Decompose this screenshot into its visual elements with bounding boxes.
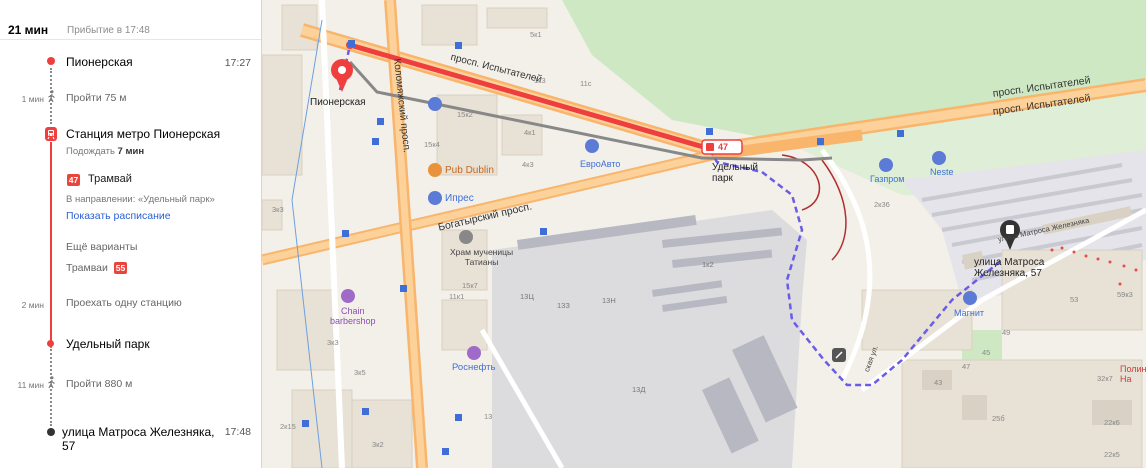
walk-icon: [48, 90, 55, 103]
building-number: 22к6: [1104, 418, 1120, 427]
building-number: 47: [962, 362, 971, 371]
tram-number-badge[interactable]: 47: [67, 174, 80, 186]
poi-label[interactable]: Храм мученицы Татианы: [450, 247, 514, 267]
ride-label: Проехать одну станцию: [66, 297, 182, 309]
walk1-duration: 1 мин: [21, 94, 44, 104]
walk-route-1: [338, 44, 352, 91]
destination-label[interactable]: улица Матроса Железняка, 57: [974, 257, 1045, 279]
walk2-label: Пройти 880 м: [66, 378, 133, 390]
alternatives-type: Трамваи: [66, 262, 108, 274]
transfer-stop-name[interactable]: Удельный парк: [66, 337, 150, 351]
route-panel: 21 мин Прибытие в 17:48 Пионерская 17:27…: [0, 0, 262, 468]
walk2-duration: 11 мин: [17, 380, 44, 390]
building-number: 15к4: [424, 140, 440, 149]
building-number: 4к1: [524, 128, 536, 137]
building-number: 13: [484, 412, 493, 421]
poi-label[interactable]: Pub Dublin: [445, 165, 494, 176]
walk1-label: Пройти 75 м: [66, 92, 127, 104]
building-number: 11к1: [449, 292, 465, 301]
end-name-line1[interactable]: улица Матроса Железняка,: [62, 425, 215, 439]
start-dot: [47, 57, 55, 65]
tram-route-line: [349, 42, 708, 151]
building-number: 25б: [992, 414, 1005, 423]
station-name[interactable]: Станция метро Пионерская: [66, 127, 221, 141]
building-number: 3к5: [354, 368, 366, 377]
poi-label[interactable]: Ипрес: [445, 193, 474, 204]
end-time: 17:48: [224, 426, 251, 438]
building-number: 13З: [557, 301, 570, 310]
start-pin[interactable]: [331, 59, 353, 92]
poi-label[interactable]: Газпром: [870, 174, 905, 184]
poi-label[interactable]: Роснефть: [452, 362, 496, 373]
tram-label: Трамвай: [88, 173, 132, 185]
wait-value: 7 мин: [117, 146, 145, 157]
tram-track: [348, 60, 833, 162]
building-blocks: [922, 206, 1133, 425]
map-view[interactable]: просп. Испытателей просп. Испытателей пр…: [262, 0, 1146, 468]
building-number: 59к3: [1117, 290, 1133, 299]
show-schedule-link[interactable]: Показать расписание: [66, 210, 171, 222]
wait-prefix: Подождать: [66, 146, 115, 157]
transfer-dot: [47, 340, 54, 347]
building-number: 3к2: [372, 440, 384, 449]
tram-stop-number[interactable]: 47: [718, 142, 729, 152]
building-number: 3к3: [327, 338, 339, 347]
wait-info: Подождать 7 мин: [66, 146, 144, 157]
start-stop-name[interactable]: Пионерская: [66, 55, 133, 69]
building-number: 13Н: [602, 296, 616, 305]
poi-label[interactable]: Chain barbershop: [330, 306, 376, 326]
building-number: 5к1: [530, 30, 542, 39]
building-number: 53: [1070, 295, 1079, 304]
map-canvas[interactable]: [262, 0, 1146, 468]
poi-dots: [1050, 246, 1138, 286]
building-number: 2к15: [280, 422, 296, 431]
building-number: 32к7: [1097, 374, 1113, 383]
metro-icon: [45, 127, 57, 141]
destination-pin[interactable]: [1000, 220, 1020, 250]
building-number: 22к5: [1104, 450, 1120, 459]
end-dot: [47, 428, 55, 436]
alternative-tram-badge[interactable]: 55: [114, 262, 127, 274]
poi-label[interactable]: Neste: [930, 167, 954, 177]
building-number: 4к3: [522, 160, 534, 169]
tram-line: [50, 142, 52, 342]
building-number: 11с: [580, 79, 592, 88]
building-number: 45: [982, 348, 991, 357]
poi-label[interactable]: Пионерская: [310, 97, 366, 108]
building-number: 15к2: [457, 110, 473, 119]
arrival-time: Прибытие в 17:48: [67, 25, 150, 36]
transit-stops[interactable]: [302, 40, 904, 455]
building-number: 49: [1002, 328, 1011, 337]
hangars: [517, 214, 798, 454]
tram-direction: В направлении: «Удельный парк»: [66, 194, 215, 205]
walk-route-2: [708, 149, 1003, 387]
poi-label[interactable]: Магнит: [954, 308, 985, 318]
ride-duration: 2 мин: [21, 300, 44, 310]
poi-markers[interactable]: [341, 97, 977, 360]
park-area: [562, 0, 1146, 148]
building-number: 43: [934, 378, 943, 387]
walk-marker: [832, 348, 846, 362]
walk-line-2: [50, 346, 52, 426]
waterline: [291, 19, 323, 468]
building-number: 13Ц: [520, 292, 534, 301]
building-number: 2к36: [874, 200, 890, 209]
building-number: 13Д: [632, 385, 646, 394]
end-name-line2[interactable]: 57: [62, 439, 76, 453]
walk-icon: [48, 376, 55, 389]
tram-stop-marker[interactable]: [701, 139, 743, 155]
poi-label[interactable]: ЕвроАвто: [580, 159, 621, 169]
start-time: 17:27: [224, 57, 251, 69]
building-number: 3к3: [272, 205, 284, 214]
building-number: 1к2: [702, 260, 714, 269]
poi-label[interactable]: Удельный парк: [712, 162, 758, 184]
route-header: 21 мин Прибытие в 17:48: [0, 0, 261, 40]
poi-label[interactable]: Полин На: [1120, 364, 1146, 384]
alternatives-title: Ещё варианты: [66, 241, 138, 253]
building-number: 15к7: [462, 281, 478, 290]
building-number: 1к3: [534, 76, 546, 85]
route-duration: 21 мин: [8, 23, 49, 37]
